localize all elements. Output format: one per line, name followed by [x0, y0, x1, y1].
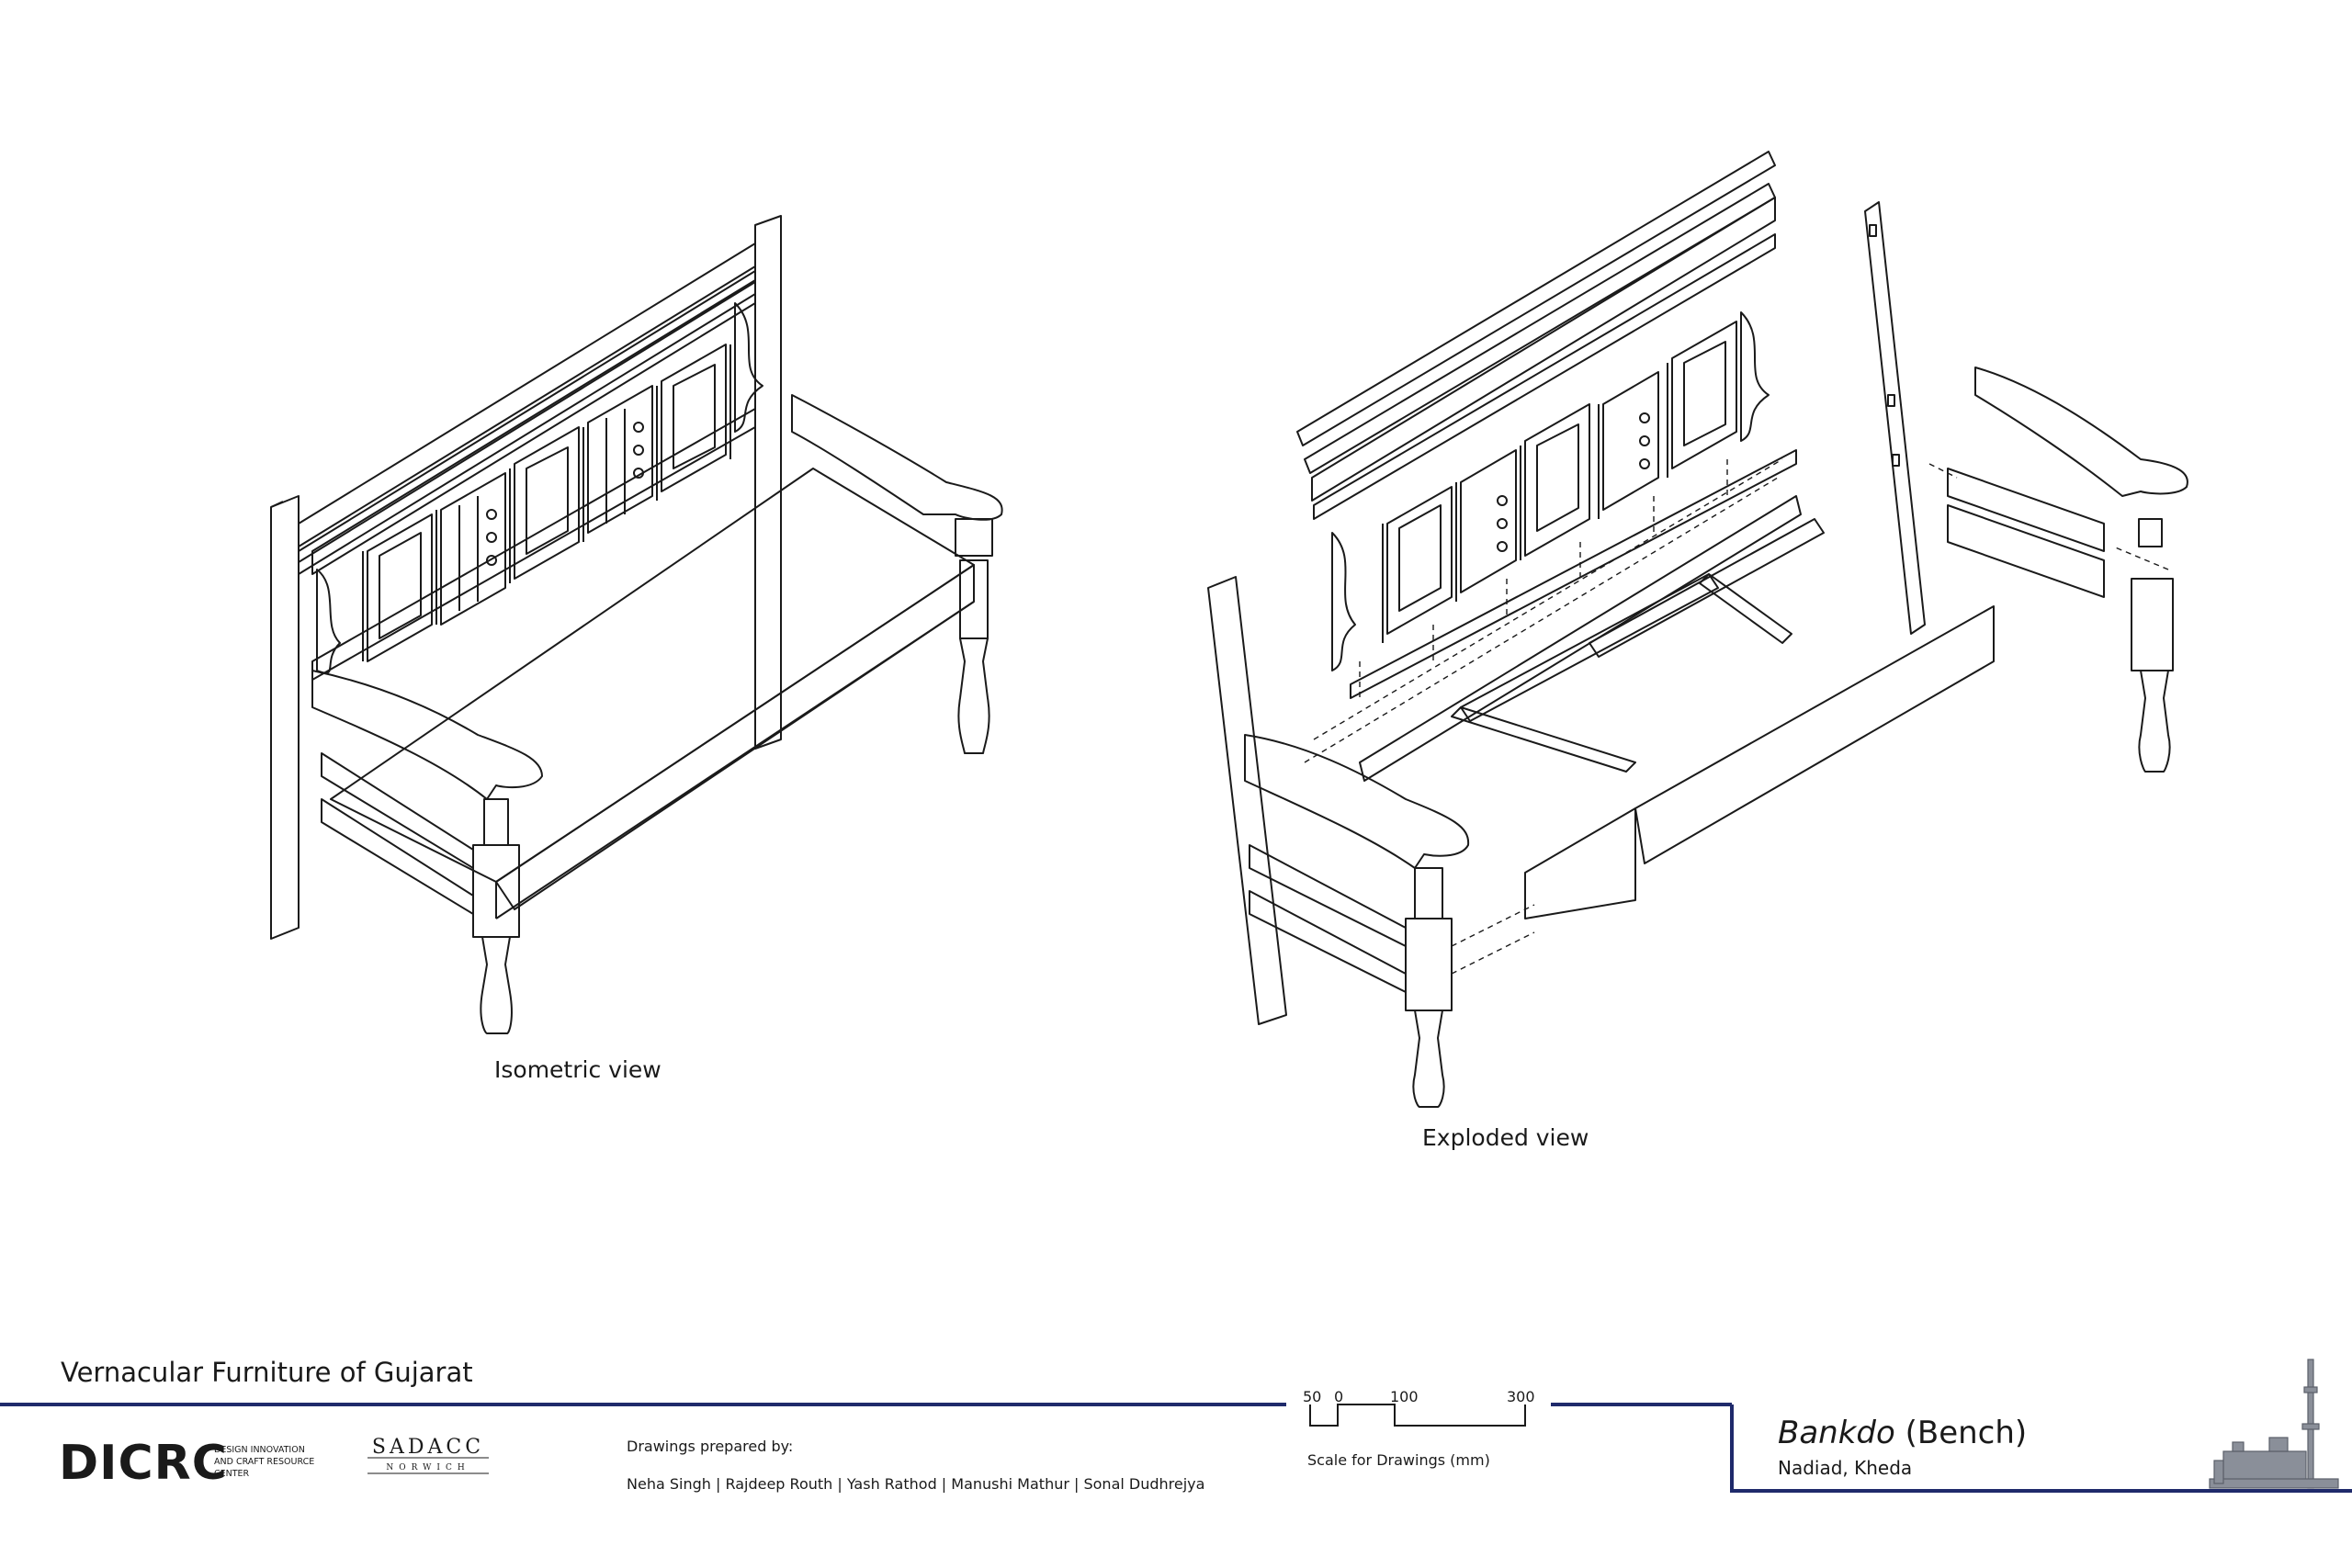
bench-type: (Bench) [1905, 1415, 2028, 1451]
isometric-bench-drawing [270, 215, 1003, 1034]
title-block-border [0, 1403, 2352, 1493]
bench-name: Bankdo [1778, 1415, 1895, 1451]
svg-text:NORWICH: NORWICH [386, 1463, 469, 1472]
scale-tick-50: 50 [1303, 1388, 1322, 1405]
svg-text:SADACC: SADACC [372, 1436, 484, 1459]
exploded-bench-drawing [1207, 151, 2188, 1108]
isometric-view-label: Isometric view [494, 1056, 662, 1083]
bench-title: Bankdo (Bench) [1778, 1415, 2027, 1451]
scale-tick-0: 0 [1334, 1388, 1344, 1405]
scale-tick-100: 100 [1390, 1388, 1419, 1405]
scale-tick-300: 300 [1507, 1388, 1535, 1405]
drawings-prepared-label: Drawings prepared by: [627, 1438, 794, 1455]
bench-location: Nadiad, Kheda [1778, 1457, 1913, 1479]
dicrc-subtitle: DESIGN INNOVATION AND CRAFT RESOURCE CEN… [214, 1445, 315, 1479]
series-title: Vernacular Furniture of Gujarat [61, 1357, 473, 1388]
sadacc-trust-logo: SADACC NORWICH [368, 1436, 489, 1474]
scale-caption: Scale for Drawings (mm) [1307, 1451, 1490, 1469]
drawings-prepared-names: Neha Singh | Rajdeep Routh | Yash Rathod… [627, 1475, 1205, 1493]
dicrc-logo: DICRC [59, 1436, 228, 1491]
scale-bar [1309, 1404, 1526, 1427]
exploded-view-label: Exploded view [1422, 1124, 1589, 1151]
tower-emblem-icon [2209, 1359, 2339, 1489]
